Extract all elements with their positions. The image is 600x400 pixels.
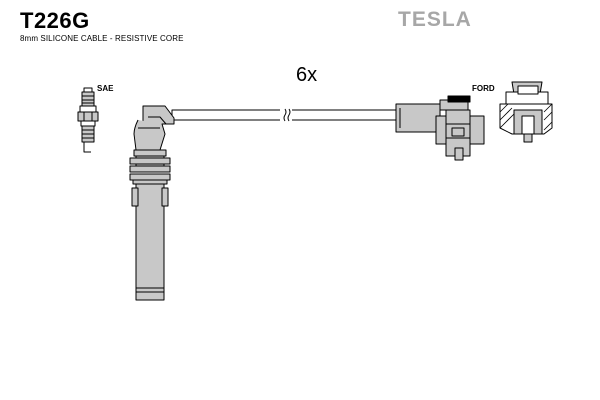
brand-logo: TESLA xyxy=(398,8,472,31)
coil-boot-icon xyxy=(395,95,485,161)
cable-description: 8mm SILICONE CABLE - RESISTIVE CORE xyxy=(20,34,184,43)
spark-plug-boot-icon xyxy=(129,105,175,301)
ford-label: FORD xyxy=(472,84,495,93)
quantity-label: 6x xyxy=(296,64,318,86)
sae-label: SAE xyxy=(97,84,114,93)
coil-terminal-icon xyxy=(499,81,553,143)
ignition-cable xyxy=(171,108,397,122)
spark-plug-icon xyxy=(77,87,99,153)
part-number: T226G xyxy=(20,8,90,33)
